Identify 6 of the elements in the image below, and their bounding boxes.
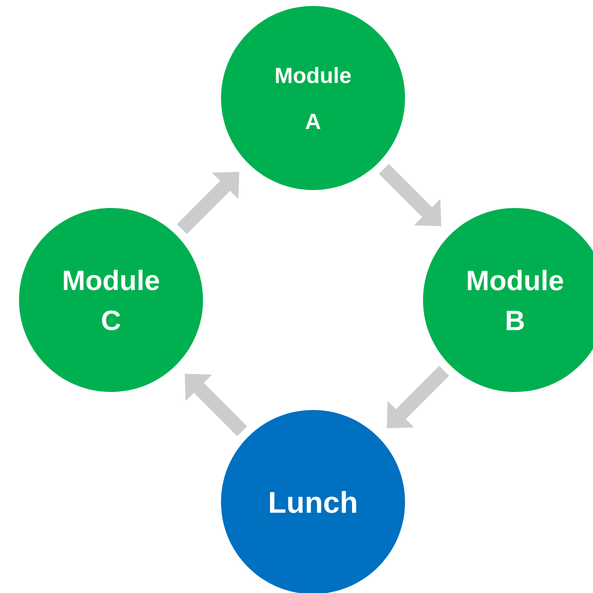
block-arrow [386,366,450,428]
block-arrow [184,374,248,436]
circle-node: Module A [221,6,405,190]
circle-node: Module C [19,208,203,392]
block-arrow [378,164,442,226]
block-arrow [176,172,240,234]
